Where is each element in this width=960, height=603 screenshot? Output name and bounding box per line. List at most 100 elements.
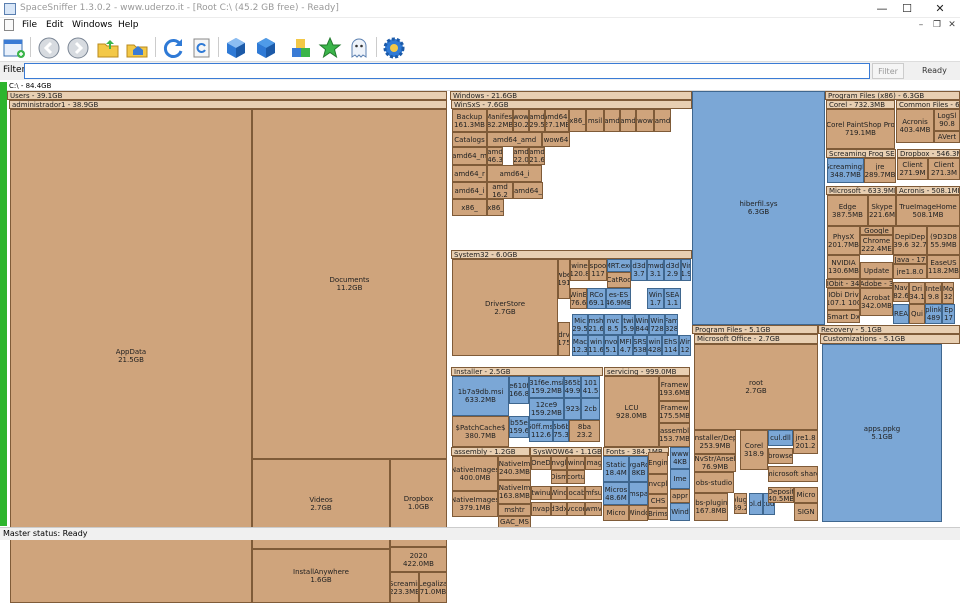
- menu-file[interactable]: File: [22, 20, 38, 30]
- treemap-folder-header-corel-732-3mb[interactable]: Corel - 732.3MB: [826, 100, 895, 109]
- treemap-folder-header-syswow64-1-1gb[interactable]: SysWOW64 - 1.1GB: [530, 447, 602, 456]
- treemap-cell-amd64-amd[interactable]: amd64_amd: [487, 132, 542, 147]
- treemap-cell-plugi[interactable]: plugi59.2: [734, 493, 747, 514]
- folder-up-icon[interactable]: [96, 36, 120, 60]
- treemap-folder-header-users-39-1gb[interactable]: Users - 39.1GB: [7, 91, 447, 100]
- ghost-icon[interactable]: [347, 36, 371, 60]
- treemap-cell-winn[interactable]: winn: [567, 456, 585, 470]
- filter-button[interactable]: Filter: [872, 63, 904, 79]
- treemap-cell-d3dx[interactable]: d3dx: [551, 502, 567, 516]
- treemap-cell-adobe-3[interactable]: Adobe - 3: [860, 279, 893, 288]
- menu-help[interactable]: Help: [118, 20, 139, 30]
- treemap-cell-mshtr[interactable]: mshtr: [498, 504, 531, 516]
- treemap-folder-header-fonts-384-1mb[interactable]: Fonts - 384.1MB: [603, 447, 669, 456]
- treemap-folder-header-installer-2-5gb[interactable]: Installer - 2.5GB: [451, 367, 603, 376]
- treemap-folder-header-microsoft-office-2-7gb[interactable]: Microsoft Office - 2.7GB: [694, 334, 818, 344]
- treemap-cell-avert[interactable]: AVert: [934, 131, 960, 143]
- menu-edit[interactable]: Edit: [46, 20, 64, 30]
- treemap-cell-vgaro[interactable]: vgaRo8KB: [629, 456, 648, 482]
- treemap-folder-header-dropbox-546-3m[interactable]: Dropbox - 546.3M: [897, 149, 960, 158]
- refresh-icon[interactable]: [161, 36, 185, 60]
- settings-icon[interactable]: [382, 36, 406, 60]
- treemap-cell-nvap[interactable]: nvap: [531, 502, 551, 516]
- treemap-folder-header-winsxs-7-6gb[interactable]: WinSxS - 7.6GB: [451, 100, 692, 109]
- minimize-button[interactable]: —: [876, 2, 888, 15]
- treemap-cell-msil[interactable]: msil: [586, 109, 604, 132]
- treemap-cell-screamingf[interactable]: ScreamingF348.7MB: [827, 158, 864, 183]
- treemap-cell-nvgl[interactable]: nvgl: [551, 456, 567, 470]
- treemap-cell-update[interactable]: Update: [860, 262, 893, 279]
- treemap-cell-catalogs[interactable]: Catalogs: [452, 132, 487, 147]
- treemap-cell-cortu[interactable]: cortu: [567, 470, 585, 484]
- treemap-cell-amd[interactable]: amd: [654, 109, 671, 132]
- treemap-folder-header-acronis-508-1mb[interactable]: Acronis - 508.1MB: [896, 186, 960, 195]
- treemap-cell-amd64-r[interactable]: amd64_r: [452, 165, 487, 182]
- treemap-cell-obs-studio[interactable]: obs-studio: [694, 472, 734, 493]
- treemap-cell-locab[interactable]: locab: [567, 486, 585, 500]
- treemap-cell-imag[interactable]: imag: [585, 456, 602, 470]
- treemap-cell-2cb[interactable]: 2cb: [581, 398, 600, 420]
- treemap-cell-wind[interactable]: Wind: [551, 486, 567, 500]
- treemap-cell-twinu[interactable]: twinu: [531, 486, 551, 500]
- treemap-cell-micro[interactable]: Micro: [794, 487, 818, 503]
- treemap-cell-iobit-34[interactable]: IObit - 34: [826, 279, 860, 288]
- treemap-cell-dism[interactable]: Dism: [551, 470, 567, 484]
- treemap-cell-amd[interactable]: amd: [620, 109, 636, 132]
- treemap-cell-wmv[interactable]: wmv: [585, 502, 602, 516]
- treemap-cell-vccor[interactable]: vccor: [567, 502, 585, 516]
- treemap-cell-amd64[interactable]: amd64_27.1MB: [545, 109, 569, 132]
- treemap-cell-appr[interactable]: appr: [670, 489, 690, 503]
- treemap-cell-mspa[interactable]: mspa: [629, 482, 648, 505]
- treemap-folder-header-customizations-5-1gb[interactable]: Customizations - 5.1GB: [820, 334, 960, 344]
- menu-windows[interactable]: Windows: [72, 20, 113, 30]
- treemap-cell-obs-plugins[interactable]: obs-plugins167.8MB: [694, 493, 728, 521]
- treemap-folder-header-servicing-999-0mb[interactable]: servicing - 999.0MB: [604, 367, 690, 376]
- maximize-button[interactable]: ☐: [902, 2, 912, 15]
- cube-icon[interactable]: [224, 36, 248, 60]
- treemap-cell-qui[interactable]: Qui: [909, 304, 925, 324]
- treemap-cell-nvcpl[interactable]: nvcpl: [648, 474, 668, 494]
- treemap-cell-wow[interactable]: wow: [636, 109, 654, 132]
